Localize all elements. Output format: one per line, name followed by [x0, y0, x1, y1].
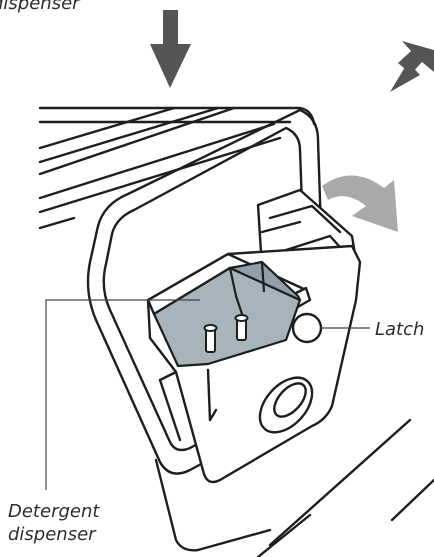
label-detergent-line1: Detergent [8, 501, 100, 522]
diagonal-arrow-icon [390, 41, 434, 92]
down-arrow-icon [150, 10, 191, 88]
latch [293, 314, 321, 342]
label-dispenser-cropped: dispenser [0, 0, 81, 14]
label-latch: Latch [375, 319, 424, 340]
label-detergent-line2: dispenser [8, 524, 97, 545]
